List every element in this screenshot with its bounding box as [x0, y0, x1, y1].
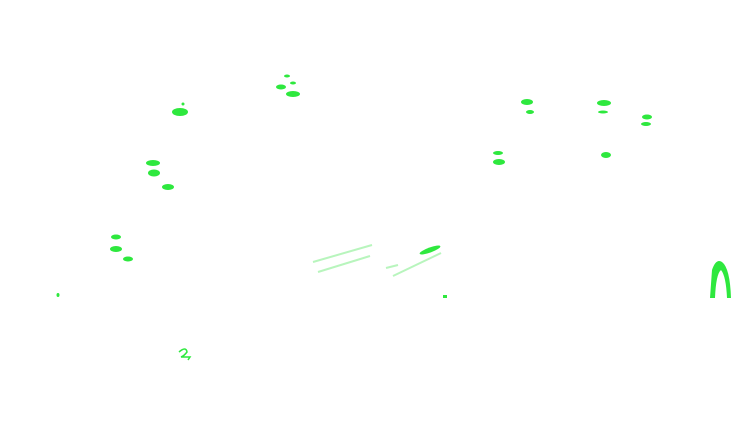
- blob-group: [56, 74, 731, 361]
- blob: [521, 99, 533, 105]
- streak: [385, 264, 399, 269]
- blob: [493, 159, 505, 165]
- blob: [286, 91, 300, 97]
- blob: [598, 110, 608, 114]
- blob: [642, 114, 652, 120]
- streak: [317, 255, 371, 273]
- blob: [443, 295, 447, 298]
- blob: [181, 102, 185, 106]
- blob: [601, 152, 611, 158]
- blob: [276, 84, 286, 90]
- blob: [162, 184, 174, 190]
- arch-shape: [710, 261, 731, 298]
- blob: [641, 122, 651, 126]
- faint-streaks: [312, 244, 442, 277]
- scribble-mark: [178, 348, 192, 361]
- blob: [597, 100, 611, 106]
- blob: [172, 108, 188, 116]
- blob: [146, 160, 160, 166]
- blob: [123, 256, 133, 262]
- streak: [312, 244, 373, 263]
- blob: [493, 151, 503, 155]
- blob: [284, 74, 290, 78]
- streak: [392, 252, 442, 277]
- blob: [419, 245, 441, 255]
- blob: [110, 246, 122, 252]
- blob: [290, 81, 296, 85]
- blob: [148, 169, 160, 177]
- blob: [56, 293, 60, 297]
- blob: [526, 110, 534, 114]
- blob: [111, 234, 121, 240]
